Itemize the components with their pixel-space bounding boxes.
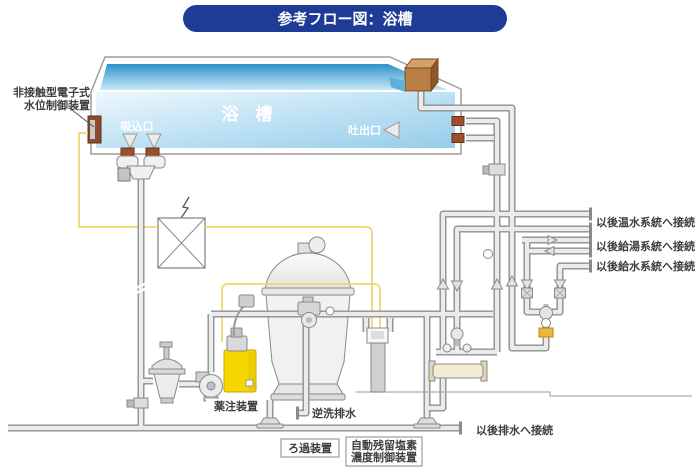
filter-flange: [261, 287, 355, 296]
arrow-left-icon: [543, 245, 555, 257]
sight-glass: [325, 306, 335, 316]
drain-connection-label: 以後排水へ接続: [476, 423, 553, 437]
chemical-pump-cap: [230, 327, 243, 338]
wire-panel-to-chlorine-unit: [205, 226, 373, 333]
pipe-break-symbol: [133, 280, 150, 296]
chlorine-sensor-display: [371, 331, 384, 339]
bathtub-label: 浴 槽: [222, 104, 279, 124]
filter-label-box: [280, 438, 340, 458]
chemical-label-bg: [206, 399, 266, 413]
arrow-right-icon: [547, 234, 559, 246]
pipe-support: [416, 417, 438, 425]
suction-nozzle-icon: [122, 133, 138, 150]
strainer-body: [153, 373, 181, 399]
equipment-layer: [116, 57, 566, 429]
strainer-flange: [148, 368, 186, 375]
strainer-base: [160, 397, 174, 404]
water-level-label-line2: 水位制御装置: [24, 98, 90, 112]
filter-vent-ball: [308, 236, 326, 254]
globe-valve-stem: [454, 340, 460, 346]
pressure-gauge: [483, 249, 493, 259]
suction-collector-funnel: [126, 165, 156, 180]
chlorine-sensor-body: [370, 342, 386, 393]
bathtub-water-surface: [100, 64, 448, 90]
globe-valve: [450, 327, 464, 341]
discharge-nozzle-icon: [382, 121, 400, 139]
title-pill: [183, 5, 507, 32]
chemical-injection-label: 薬注装置: [214, 399, 258, 413]
lightning-icon: [180, 196, 190, 219]
discharge-port-label: 吐出口: [348, 123, 381, 137]
control-panel: [157, 196, 206, 269]
strainer-lid: [151, 358, 183, 370]
injection-tube: [232, 306, 244, 337]
filter-label: ろ過装置: [288, 441, 332, 455]
wire-level-sensor-to-panel: [78, 132, 158, 228]
water-level-sensor-face: [90, 120, 95, 139]
chlorine-label-line2: 濃度制御装置: [351, 450, 417, 464]
water-supply-connection-label: 以後給水系統へ接続: [596, 259, 695, 273]
pipe-support: [259, 417, 281, 425]
discharge-fitting: [451, 116, 465, 126]
union-cross: [521, 287, 533, 299]
pipe-end-caps: [296, 207, 592, 435]
arrow-up-icon: [490, 277, 504, 290]
arrow-up-icon: [505, 274, 519, 287]
strainer-knob: [159, 341, 173, 348]
discharge-fitting: [451, 133, 465, 143]
filter-valve-hub: [306, 317, 312, 323]
hot-water-connection-label: 以後温水系統へ接続: [596, 215, 695, 229]
chemical-pump: [226, 335, 248, 352]
pipe-support-base: [413, 423, 441, 429]
suction-fitting: [120, 147, 135, 157]
page-title: 参考フロー図：浴槽: [277, 10, 412, 28]
pipe-clamp: [117, 167, 131, 182]
water-level-label-line1: 非接触型電子式: [13, 85, 90, 99]
hot-supply-connection-label: 以後給湯系統へ接続: [596, 239, 695, 253]
suction-nozzle-icon: [146, 133, 162, 150]
bathtub: [90, 56, 462, 155]
union-cross: [554, 287, 566, 299]
suction-fitting: [145, 147, 160, 157]
signal-wires: [78, 132, 381, 342]
return-valve: [488, 163, 506, 176]
overflow-box: [404, 67, 432, 92]
overflow-water-stream: [389, 77, 405, 92]
pipe-support-base: [256, 423, 284, 429]
arrow-down-icon: [553, 279, 567, 292]
sensor-leader-line: [71, 109, 95, 128]
return-valve-handle: [482, 165, 490, 175]
mixing-valve: [539, 306, 553, 320]
drain-trench-line: [356, 391, 692, 397]
valve-knob: [462, 343, 472, 353]
mixing-valve-union: [541, 318, 551, 328]
injection-point: [238, 294, 255, 308]
suction-port-label: 吸込口: [121, 119, 154, 133]
strainer-stem: [163, 346, 170, 361]
valve-knob: [442, 343, 452, 353]
chemical-tank-shade: [248, 352, 255, 390]
chemical-tank-window: [245, 379, 254, 387]
drain-valve: [133, 397, 149, 409]
chlorine-label-line1: 自動残留塩素: [351, 438, 417, 452]
arrow-up-icon: [436, 277, 450, 290]
heat-exchanger: [432, 363, 484, 379]
filter-dome: [264, 252, 352, 291]
title-banner: 参考フロー図：浴槽: [183, 5, 507, 32]
pump-hub: [206, 381, 216, 391]
chlorine-label-box: [345, 436, 423, 467]
thermo-element: [538, 327, 554, 338]
arrow-down-icon: [520, 279, 534, 292]
labels-layer: 非接触型電子式 水位制御装置 吸込口 浴 槽 吐出口 以後温水系統へ接続 以後給…: [13, 85, 695, 467]
drain-valve-handle: [126, 399, 135, 408]
flow-arrows: [436, 234, 567, 293]
arrow-down-icon: [450, 280, 464, 293]
wire-chlorine-to-chem-pump: [221, 283, 381, 342]
control-panel-x: [157, 217, 206, 269]
backwash-drain-label: 逆洗排水: [312, 406, 357, 420]
